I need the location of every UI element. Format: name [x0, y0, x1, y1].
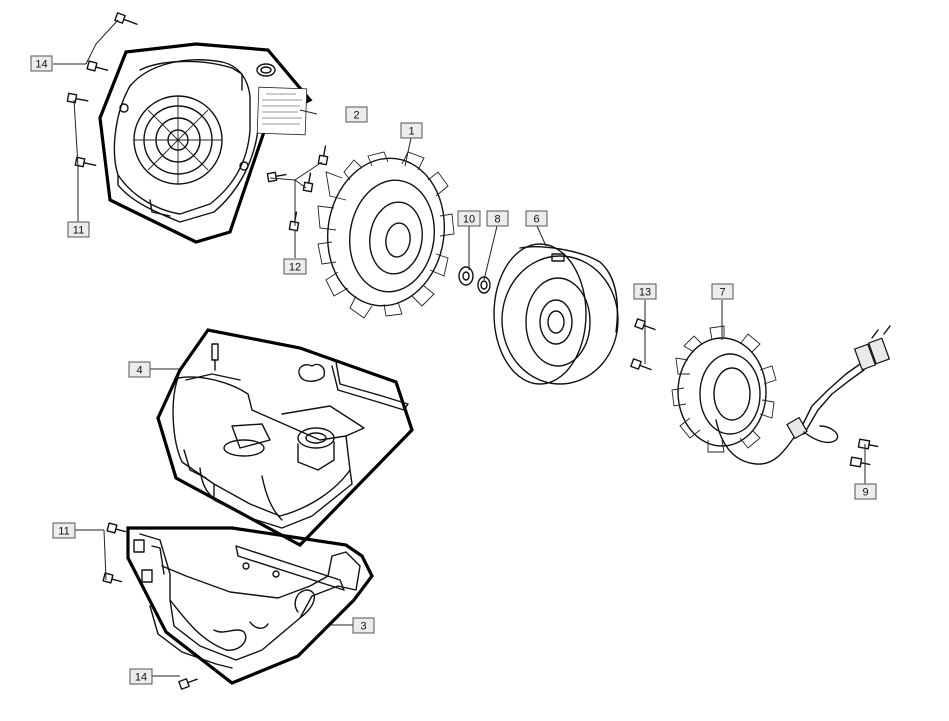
svg-text:10: 10	[463, 214, 475, 226]
leader-lines	[53, 19, 866, 677]
lower-cover-bolts	[102, 522, 198, 690]
cylinder-cover-part	[156, 328, 414, 547]
flywheel-washer-part	[477, 276, 491, 294]
callout-1: 1	[400, 122, 423, 139]
svg-text:6: 6	[533, 214, 539, 226]
callout-13: 13	[633, 283, 657, 300]
svg-text:14: 14	[135, 672, 147, 684]
callout-11-bottom: 11	[52, 522, 76, 539]
svg-text:11: 11	[58, 526, 69, 538]
callout-9: 9	[854, 483, 877, 500]
svg-text:4: 4	[136, 365, 142, 377]
callout-12: 12	[283, 258, 307, 275]
svg-text:1: 1	[408, 126, 414, 138]
fan-shroud-part	[98, 42, 313, 244]
rotor-cup-part	[493, 243, 619, 385]
svg-text:3: 3	[360, 621, 366, 633]
svg-text:14: 14	[35, 59, 47, 71]
callout-4: 4	[128, 361, 151, 378]
callout-2: 2	[345, 106, 368, 123]
svg-text:13: 13	[639, 287, 651, 299]
callout-8: 8	[486, 210, 509, 227]
callout-14-top: 14	[30, 55, 53, 72]
callout-14-bottom: 14	[129, 668, 153, 685]
svg-text:12: 12	[289, 262, 301, 274]
flywheel-bolts	[266, 145, 329, 232]
stator-bolts	[630, 318, 656, 371]
flywheel-fan-part	[317, 151, 455, 319]
callout-10: 10	[457, 210, 481, 227]
callout-3: 3	[352, 617, 375, 634]
shroud-bolts	[66, 12, 138, 168]
svg-text:9: 9	[862, 487, 868, 499]
lower-cover-part	[126, 526, 374, 685]
callout-7: 7	[711, 283, 734, 300]
svg-text:2: 2	[353, 110, 359, 122]
stator-screws	[849, 438, 879, 468]
stator-part	[671, 325, 891, 465]
svg-text:7: 7	[719, 287, 725, 299]
flywheel-nut-part	[458, 266, 474, 286]
svg-text:8: 8	[494, 214, 500, 226]
callout-11-top: 11	[67, 221, 90, 238]
callout-6: 6	[525, 210, 548, 227]
svg-text:11: 11	[73, 225, 84, 237]
